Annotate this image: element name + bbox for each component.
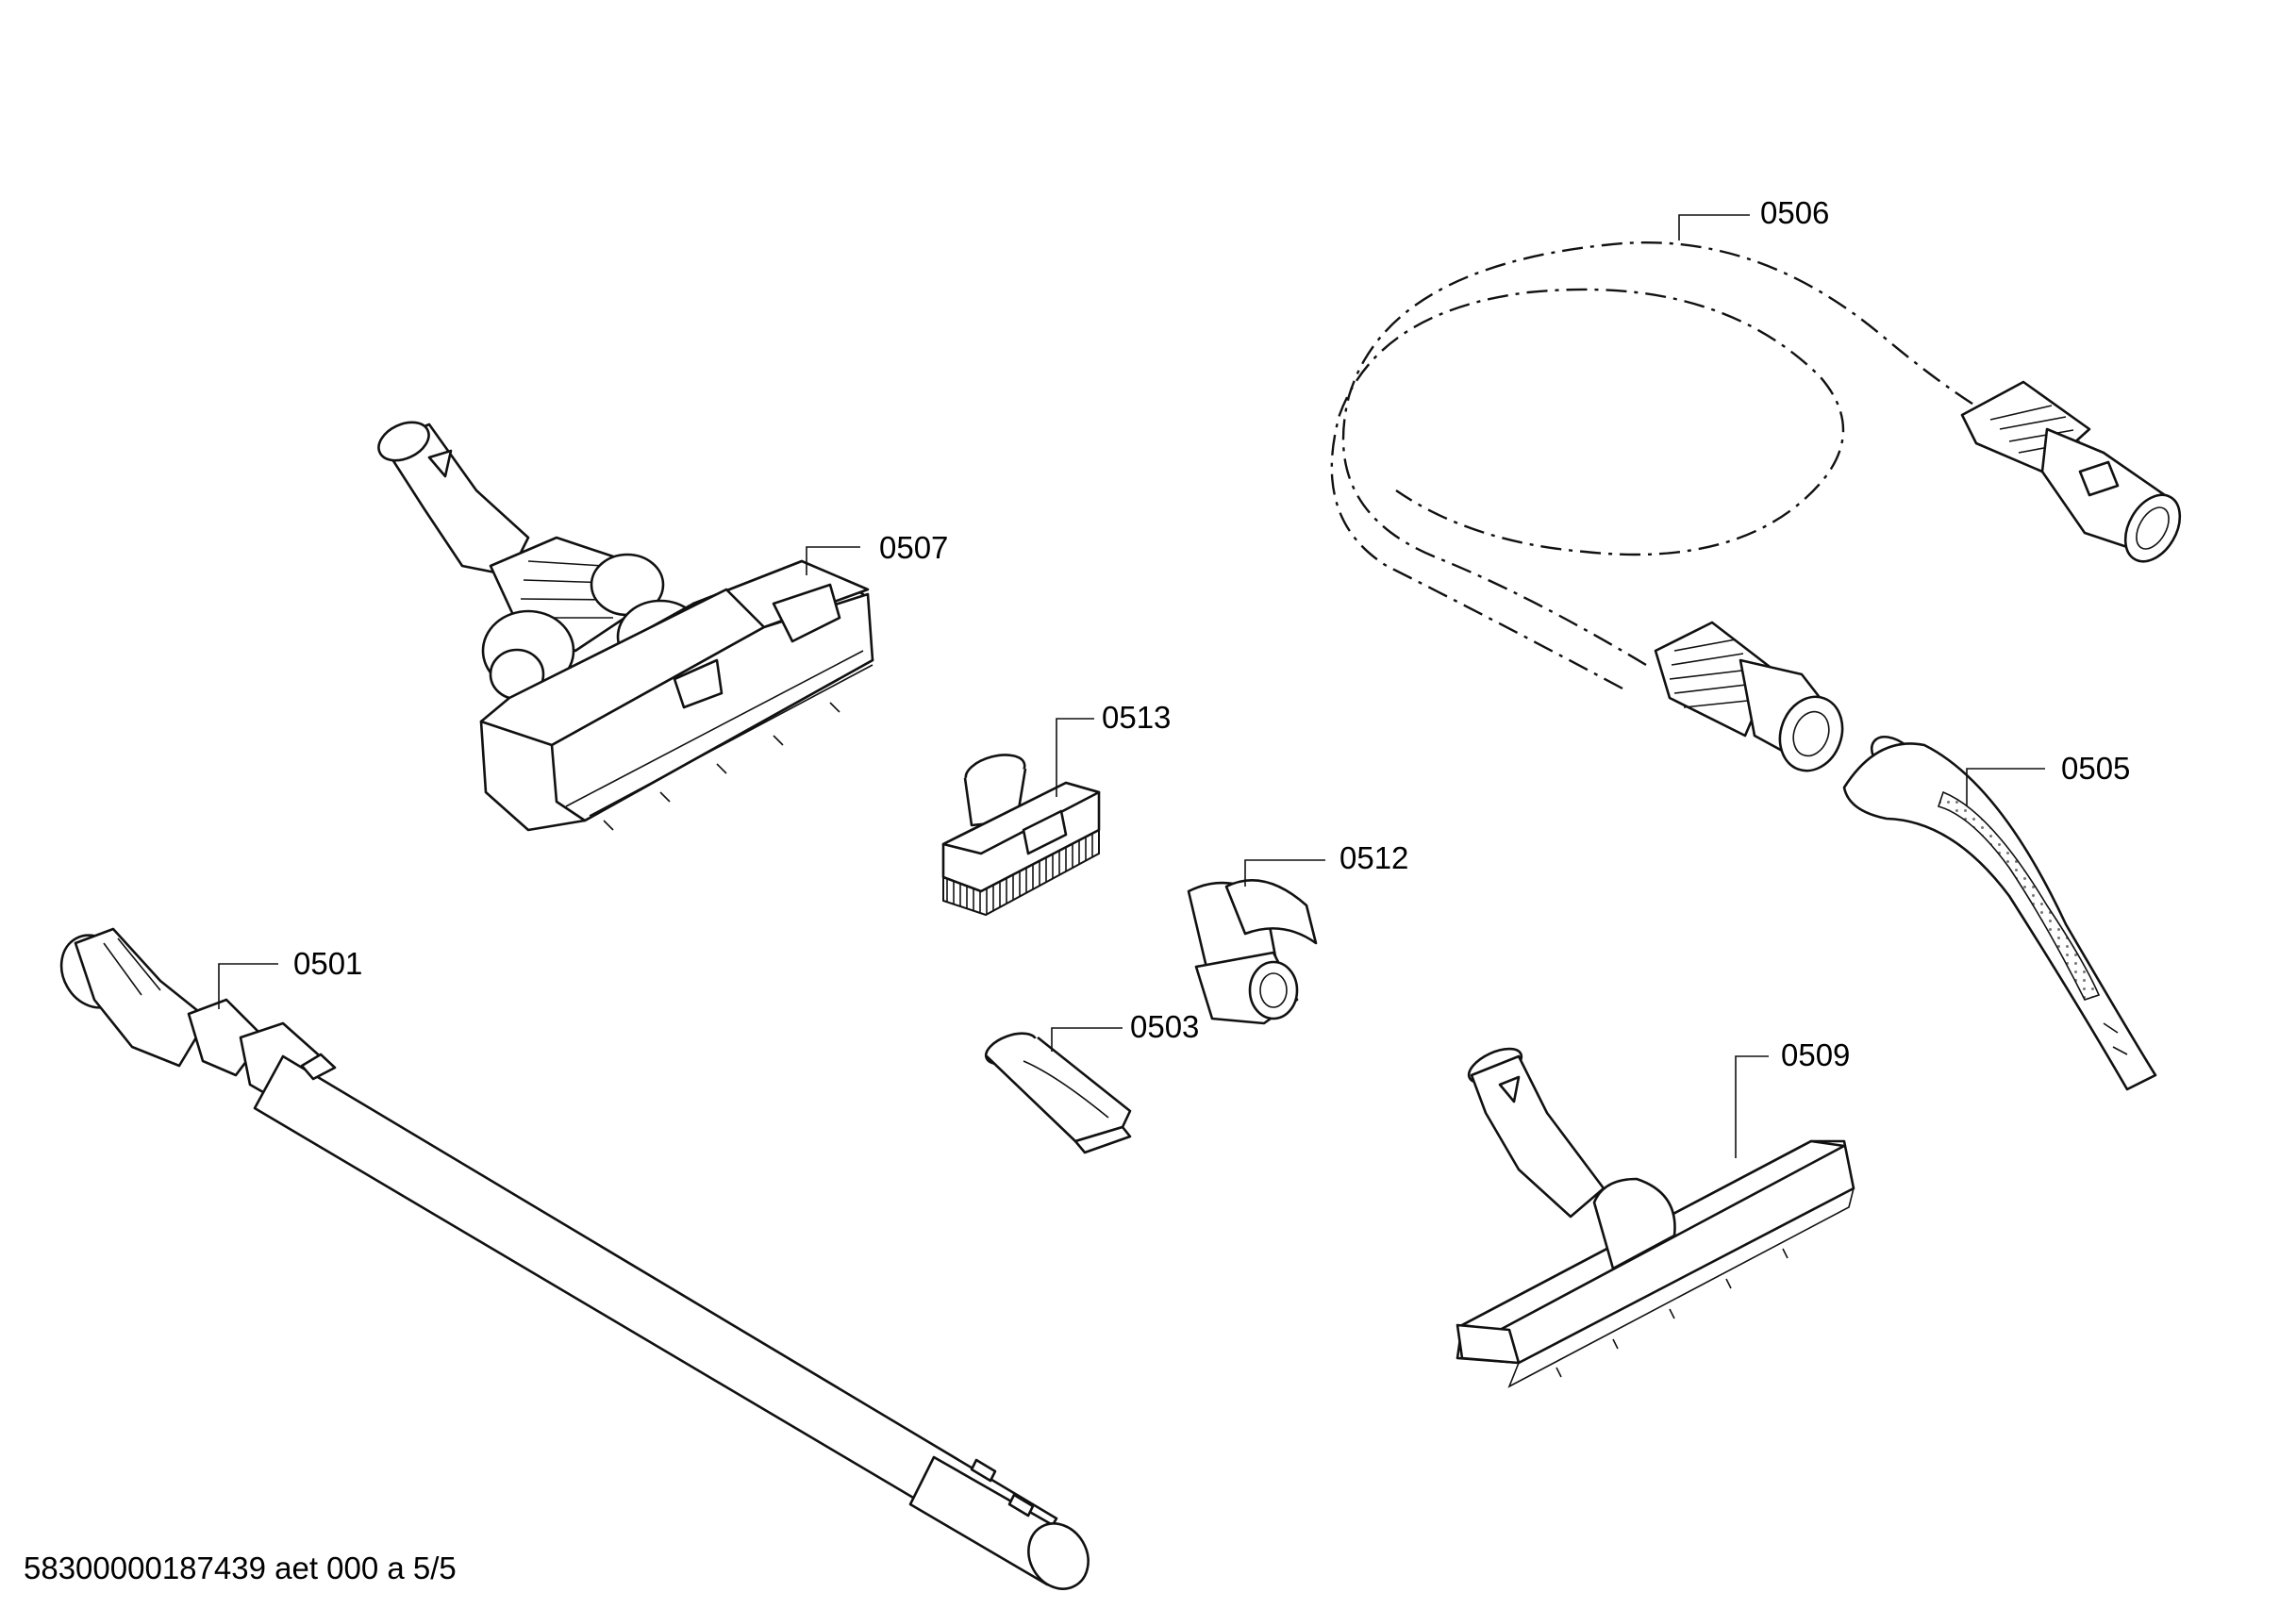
callout-0507: 0507 — [879, 530, 948, 565]
callout-0513: 0513 — [1102, 700, 1171, 735]
floor-nozzle-part — [1456, 1047, 1855, 1388]
callout-0505: 0505 — [2061, 751, 2130, 786]
callout-0501: 0501 — [293, 946, 362, 981]
crevice-nozzle-part — [984, 1027, 1132, 1154]
callout-0506: 0506 — [1760, 195, 1829, 230]
suction-hose-part — [1330, 214, 2182, 772]
callout-0509: 0509 — [1781, 1037, 1850, 1072]
hose-handle-part — [1842, 735, 2157, 1091]
telescopic-tube-part — [59, 927, 1090, 1590]
turbo-floor-nozzle-part — [377, 421, 874, 832]
callout-0503: 0503 — [1130, 1009, 1199, 1044]
dusting-brush-part — [941, 718, 1101, 917]
accessory-clip-part — [1187, 859, 1325, 1025]
document-reference: 58300000187439 aet 000 a 5/5 — [24, 1551, 457, 1585]
callout-0512: 0512 — [1339, 840, 1408, 875]
